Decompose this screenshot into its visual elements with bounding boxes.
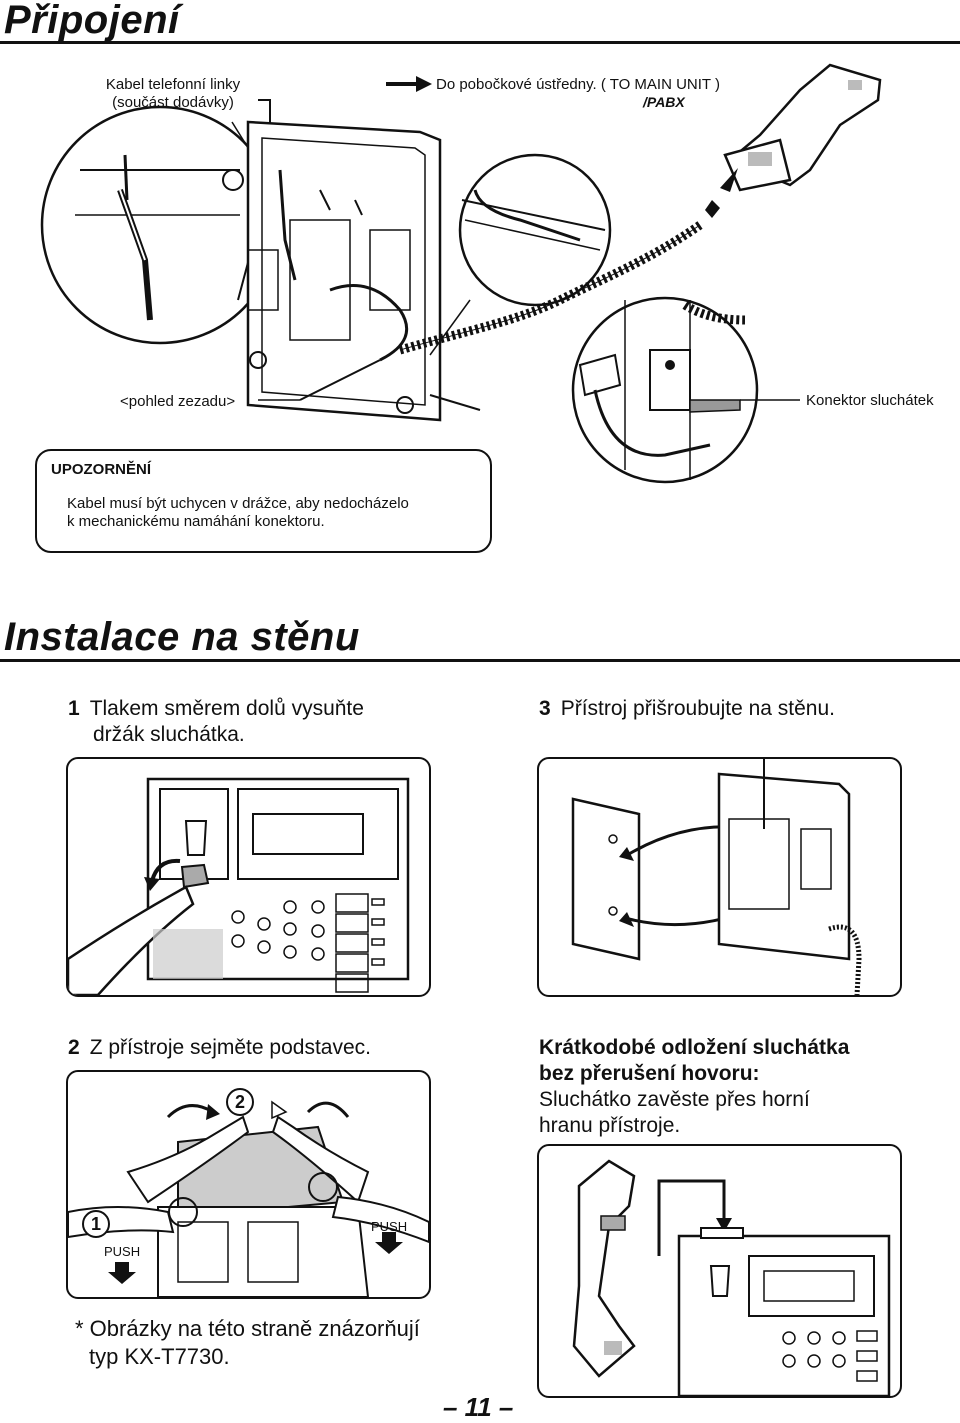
step-1: 1 Tlakem směrem dolů vysuňte držák sluchá… bbox=[68, 696, 364, 748]
step-1-number: 1 bbox=[68, 697, 80, 720]
temp-hold-text-2: hranu přístroje. bbox=[539, 1114, 681, 1137]
pbx-arrow-icon bbox=[386, 76, 432, 92]
warning-title: UPOZORNĚNÍ bbox=[51, 461, 152, 478]
step-2-number: 2 bbox=[68, 1036, 80, 1059]
step-3: 3 Přístroj přišroubujte na stěnu. bbox=[539, 696, 835, 722]
rear-view-illustration bbox=[40, 63, 882, 484]
title-rule bbox=[0, 41, 960, 44]
handset-connector-label: Konektor sluchátek bbox=[806, 392, 934, 409]
page-number: – 11 – bbox=[443, 1392, 514, 1422]
step-3-text: Přístroj přišroubujte na stěnu. bbox=[560, 697, 835, 720]
section-title-instalace: Instalace na stěnu bbox=[4, 615, 360, 659]
circle-2-text: 2 bbox=[235, 1092, 245, 1112]
push-label-left: PUSH bbox=[104, 1244, 141, 1259]
step-2: 2 Z přístroje sejměte podstavec. bbox=[68, 1035, 371, 1061]
circle-1-text: 1 bbox=[91, 1214, 101, 1234]
section-rule bbox=[0, 659, 960, 662]
temp-hold-text-1: Sluchátko zavěste přes horní bbox=[539, 1088, 810, 1111]
step-3-illustration bbox=[537, 757, 902, 997]
temp-hold: Krátkodobé odložení sluchátka bez přeruš… bbox=[539, 1035, 849, 1139]
rear-view-label: <pohled zezadu> bbox=[120, 393, 236, 410]
step-1-line-2: držák sluchátka. bbox=[93, 723, 245, 746]
warning-text-1: Kabel musí být uchycen v drážce, aby ned… bbox=[67, 495, 409, 512]
step-2-text: Z přístroje sejměte podstavec. bbox=[89, 1036, 371, 1059]
warning-text-2: k mechanickému namáhání konektoru. bbox=[67, 513, 325, 530]
temp-hold-illustration bbox=[537, 1144, 902, 1398]
pbx-label-2: /PABX bbox=[643, 94, 685, 110]
temp-hold-title-2: bez přerušení hovoru: bbox=[539, 1062, 760, 1085]
temp-hold-title-1: Krátkodobé odložení sluchátka bbox=[539, 1036, 850, 1059]
step-3-number: 3 bbox=[539, 697, 551, 720]
footnote: * Obrázky na této straně znázorňují typ … bbox=[75, 1315, 420, 1371]
step-1-illustration bbox=[66, 757, 431, 997]
warning-box: UPOZORNĚNÍ Kabel musí být uchycen v dráž… bbox=[35, 449, 492, 553]
push-label-right: PUSH bbox=[371, 1219, 408, 1234]
footnote-line-1: * Obrázky na této straně znázorňují bbox=[75, 1316, 420, 1341]
step-1-line-1: Tlakem směrem dolů vysuňte bbox=[89, 697, 364, 720]
section-title-pripojeni: Připojení bbox=[4, 0, 180, 42]
footnote-line-2: typ KX-T7730. bbox=[89, 1344, 230, 1369]
pbx-label: Do pobočkové ústředny. ( TO MAIN UNIT ) bbox=[436, 76, 720, 93]
step-2-illustration: 2 1 bbox=[66, 1070, 431, 1299]
